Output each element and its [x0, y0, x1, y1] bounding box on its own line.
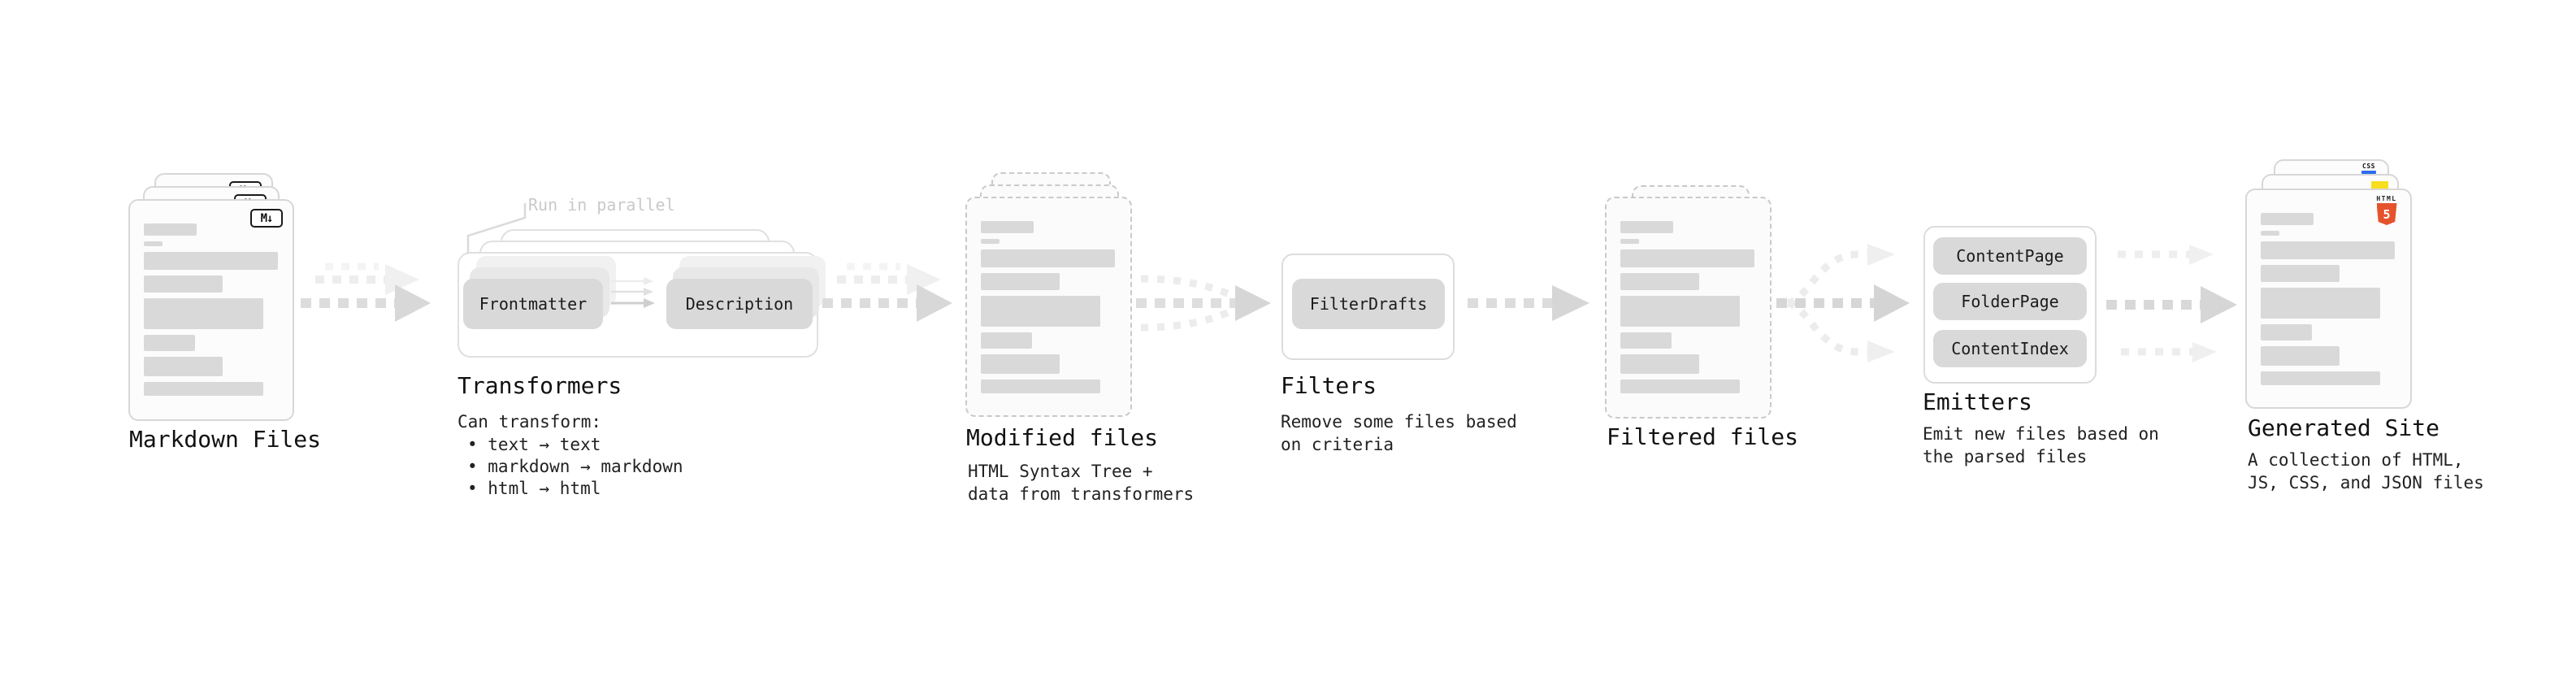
bullet-item: • markdown → markdown	[467, 457, 683, 476]
html5-icon: HTML 5	[2373, 195, 2400, 225]
flow-arrow-modified-to-filters	[1136, 275, 1271, 332]
emitter-pill-contentpage: ContentPage	[1933, 237, 2087, 275]
run-in-parallel-note: Run in parallel	[528, 195, 675, 215]
js-icon	[2371, 181, 2388, 189]
stage-label-filters: Filters	[1281, 372, 1377, 399]
doc-content-placeholder	[967, 198, 1130, 393]
document-card: M↓	[128, 199, 294, 421]
stage-label-emitters: Emitters	[1923, 388, 2032, 415]
transformers-bullet-list: • text → text • markdown → markdown • ht…	[467, 434, 683, 500]
transformers-desc-title: Can transform:	[458, 412, 602, 432]
document-card	[1605, 197, 1772, 419]
filter-pill-filterdrafts: FilterDrafts	[1292, 279, 1445, 329]
flow-arrows-emitters-to-site	[2106, 245, 2237, 362]
css-icon: CSS	[2361, 163, 2376, 174]
markdown-icon: M↓	[250, 209, 283, 228]
stage-label-markdown-files: Markdown Files	[129, 426, 322, 453]
document-card: HTML 5	[2245, 189, 2412, 409]
stage-label-filtered-files: Filtered files	[1607, 423, 1799, 450]
flow-arrow-markdown-to-transformers	[301, 262, 431, 322]
stage-label-transformers: Transformers	[458, 372, 622, 399]
emitter-pill-folderpage: FolderPage	[1933, 283, 2087, 320]
transformer-step-arrows	[611, 277, 655, 308]
flow-arrow-filtered-to-emitters	[1776, 244, 1910, 362]
bullet-item: • html → html	[467, 479, 601, 498]
emitter-pill-contentindex: ContentIndex	[1933, 330, 2087, 367]
bullet-item: • text → text	[467, 435, 601, 454]
stage-label-generated-site: Generated Site	[2248, 414, 2440, 441]
note-leader-line	[466, 203, 527, 254]
doc-content-placeholder	[130, 201, 293, 396]
transformer-pill-frontmatter: Frontmatter	[463, 279, 603, 329]
modified-files-description: HTML Syntax Tree + data from transformer…	[968, 462, 1195, 504]
filters-description: Remove some files based on criteria	[1281, 412, 1517, 454]
doc-content-placeholder	[1607, 198, 1770, 393]
stage-label-modified-files: Modified files	[966, 424, 1159, 451]
generated-site-description: A collection of HTML, JS, CSS, and JSON …	[2248, 450, 2484, 492]
flow-arrow-transformers-to-modified	[822, 262, 952, 322]
emitters-description: Emit new files based on the parsed files	[1923, 424, 2159, 466]
doc-content-placeholder	[2247, 190, 2410, 385]
transformer-pill-description: Description	[666, 279, 813, 329]
document-card	[965, 197, 1132, 417]
flow-arrow-filters-to-filtered	[1468, 285, 1589, 321]
